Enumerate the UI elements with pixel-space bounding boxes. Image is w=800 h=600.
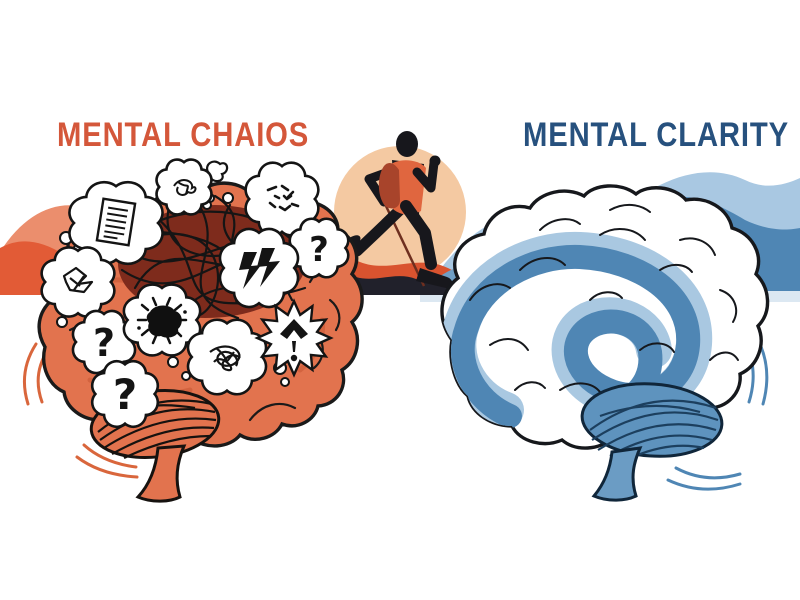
chaos-marks-icon: [266, 184, 300, 212]
tangle-icon: [173, 179, 197, 196]
runner-backpack: [378, 162, 400, 209]
clarity-brain-stem: [591, 446, 643, 502]
runner-front-leg: [400, 200, 437, 270]
document-icon: [95, 197, 137, 247]
runner-front-arm: [412, 158, 439, 193]
ink-burst-icon: [136, 296, 188, 345]
question-mark-icon: ?: [113, 370, 137, 419]
runner-fist: [429, 155, 441, 167]
crumpled-scribble-icon: [62, 266, 94, 294]
chaos-title: MENTAL CHAIOS: [57, 116, 310, 154]
clarity-ribbon: [450, 244, 701, 428]
runner-front-shoe: [416, 268, 453, 289]
clarity-title: MENTAL CLARITY: [523, 116, 789, 154]
clarity-brain-gyri: [469, 204, 739, 393]
chaos-brain-stem: [135, 444, 187, 503]
lightning-icon: [239, 248, 280, 289]
question-mark-icon: ?: [93, 321, 115, 365]
runner-head: [396, 131, 418, 157]
clarity-brain: [440, 184, 770, 502]
thought-bubbles: ? ? ?: [40, 158, 350, 428]
chaos-brain: ? ? ?: [22, 158, 364, 503]
trail-runner-silhouette: [339, 131, 453, 289]
runner-back-leg: [351, 200, 410, 257]
scribble-knot-icon: [209, 345, 241, 372]
alert-icon: [280, 319, 308, 362]
question-mark-icon: ?: [309, 230, 329, 270]
